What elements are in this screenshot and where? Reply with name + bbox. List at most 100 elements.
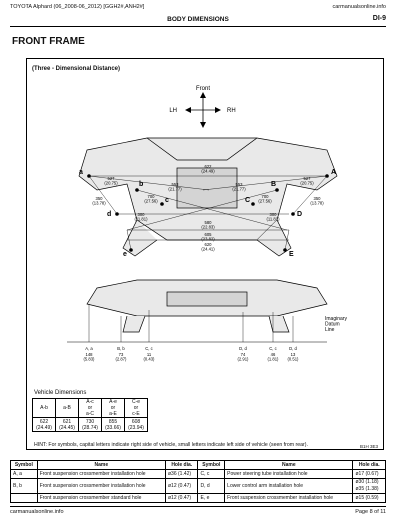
section-header: BODY DIMENSIONS DI-9	[10, 15, 386, 27]
dim-aC-right: 700(27.56)	[258, 194, 272, 204]
sym-header: Symbol	[197, 460, 226, 470]
dim-cd-left: 300(11.81)	[135, 212, 149, 222]
figure-subheading: (Three - Dimensional Distance)	[32, 66, 121, 72]
figure-code: B1H 3E3	[359, 444, 378, 449]
dim-ad-right: 350(13.78)	[310, 196, 324, 206]
point-c	[160, 202, 164, 206]
compass-rh: RH	[227, 108, 236, 114]
point-A	[325, 174, 329, 178]
label-e: e	[123, 251, 127, 258]
side-label-2-val: 73(2.87)	[116, 352, 128, 362]
sym-cell: Front suspension crossmember installatio…	[36, 469, 167, 479]
sym-cell: ø12 (0.47)	[164, 478, 199, 494]
sym-cell: ø12 (0.47)	[164, 493, 199, 503]
label-E: E	[289, 251, 294, 258]
sym-cell: E, e	[197, 493, 226, 503]
dim-mid-span: 580(22.83)	[201, 220, 215, 230]
label-A: A	[331, 169, 336, 176]
table-row: A, a Front suspension crossmember instal…	[10, 469, 386, 479]
dim-bc-left: 553(21.77)	[168, 182, 182, 192]
compass-lh: LH	[169, 108, 177, 114]
point-D	[291, 212, 295, 216]
vd-value: 730(28.74)	[78, 417, 102, 432]
side-label-3-pt: C, c	[145, 346, 152, 351]
page-footer: carmanualsonline.info Page 8 of 11	[10, 506, 386, 515]
side-label-5-val: 46(1.81)	[268, 352, 280, 362]
point-C	[251, 202, 255, 206]
point-a	[87, 174, 91, 178]
sym-cell: ø36 (1.42)	[164, 469, 199, 479]
sym-cell: Lower control arm installation hole	[224, 478, 354, 494]
dimension-lines	[88, 175, 328, 251]
side-label-3-val: 11(0.43)	[144, 352, 156, 362]
dimension-values: 622(24.49) 527(20.75) 527(20.75) 553(21.…	[92, 164, 324, 252]
vd-value: 855(33.66)	[101, 417, 125, 432]
point-E	[283, 248, 287, 252]
measurement-points	[87, 174, 329, 252]
dim-cd-right: 300(11.81)	[267, 212, 281, 222]
point-letters: a A b B c C d D e E	[79, 169, 336, 258]
vehicle-dimensions-label: Vehicle Dimensions	[34, 390, 87, 396]
sym-cell	[10, 493, 38, 503]
frame-3d-view	[78, 137, 338, 257]
sym-cell: C, c	[197, 469, 226, 479]
sym-cell: B, b	[10, 478, 38, 494]
dim-top-span: 622(24.49)	[201, 164, 215, 174]
compass-front: Front	[196, 86, 210, 92]
vd-value: 622(24.49)	[32, 417, 56, 432]
sym-cell: A, a	[10, 469, 38, 479]
dim-left-ab: 527(20.75)	[104, 176, 118, 186]
dim-aC-left: 700(27.56)	[144, 194, 158, 204]
side-label-1-val: 148(5.83)	[84, 352, 96, 362]
doc-title: TOYOTA Alphard (06_2008-06_2012) [GGH2#,…	[10, 4, 145, 10]
side-label-6-val: 13(0.51)	[288, 352, 300, 362]
dim-right-ab: 527(20.75)	[300, 176, 314, 186]
vd-header: A-b	[32, 398, 56, 418]
table-row: Front suspension crossmember standard ho…	[10, 493, 386, 503]
sym-cell: D, d	[197, 478, 226, 494]
vd-header: a-B	[55, 398, 79, 418]
sym-cell: ø15 (0.59)	[352, 493, 386, 503]
sym-header: Hole dia.	[352, 460, 386, 470]
site-name: carmanualsonline.info	[332, 4, 386, 10]
figure-frame	[26, 58, 384, 450]
point-b	[135, 188, 139, 192]
side-label-6-pt: D, d	[289, 346, 297, 351]
table-row: B, b Front suspension crossmember instal…	[10, 478, 386, 494]
point-d	[115, 212, 119, 216]
label-B: B	[271, 181, 276, 188]
section-title: BODY DIMENSIONS	[167, 16, 229, 23]
point-e	[129, 248, 133, 252]
sym-cell: ø30 (1.18)ø35 (1.38)	[352, 478, 386, 494]
label-c: c	[165, 197, 169, 204]
dim-ad-left: 350(13.78)	[92, 196, 106, 206]
page-code: DI-9	[372, 15, 386, 22]
side-label-5-pt: C, c	[269, 346, 276, 351]
sym-cell: Power steering tube installation hole	[224, 469, 354, 479]
vd-value: 621(24.45)	[55, 417, 79, 432]
label-d: d	[107, 211, 111, 218]
dim-bc-right: 553(21.77)	[232, 182, 246, 192]
side-dimension-labels: A, a 148(5.83) B, b 73(2.87) C, c 11(0.4…	[84, 346, 300, 362]
footer-page: Page 8 of 11	[355, 509, 386, 515]
label-a: a	[79, 169, 83, 176]
sym-cell: ø17 (0.67)	[352, 469, 386, 479]
dim-low-span: 605(23.82)	[201, 232, 215, 242]
footer-site: carmanualsonline.info	[10, 509, 64, 515]
sym-header: Name	[224, 460, 354, 470]
sym-cell: Front suspension crossmember standard ho…	[36, 493, 167, 503]
sym-cell: Front suspension crossmember installatio…	[36, 478, 167, 494]
frame-drawing: Front LH RH a	[67, 86, 347, 362]
vd-value: 608(23.94)	[124, 417, 148, 432]
direction-compass: Front LH RH	[169, 86, 236, 128]
sym-header: Name	[36, 460, 167, 470]
side-label-4-pt: D, d	[239, 346, 247, 351]
symbol-table: Symbol Name Hole dia. Symbol Name Hole d…	[10, 460, 386, 503]
label-C: C	[245, 197, 250, 204]
point-B	[275, 188, 279, 192]
label-D: D	[297, 211, 302, 218]
